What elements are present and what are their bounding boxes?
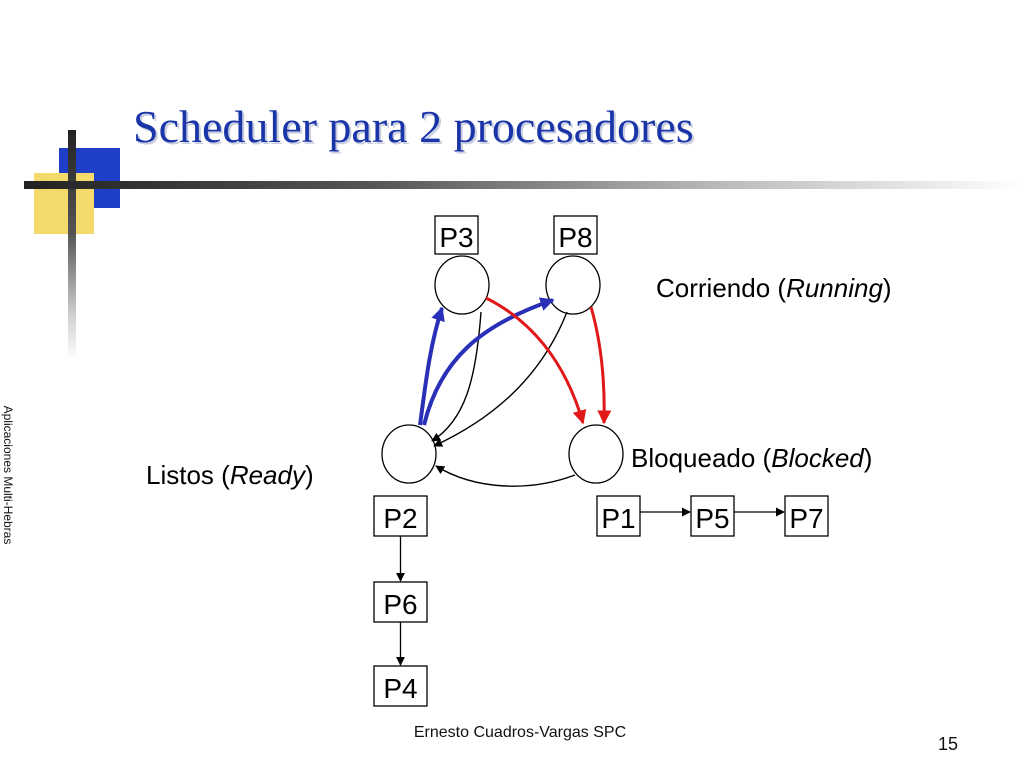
running-cpu-1-circle <box>434 255 490 315</box>
dispatch-arrow-cpu1 <box>418 306 445 426</box>
process-label: P7 <box>789 503 823 534</box>
process-box-running-2: P8 <box>553 215 598 255</box>
dispatch-arrow-cpu2 <box>422 297 555 426</box>
process-box-blocked-1: P1 <box>596 495 641 537</box>
process-box-ready-1: P2 <box>373 495 428 537</box>
process-box-running-1: P3 <box>434 215 479 255</box>
process-box-ready-3: P4 <box>373 665 428 707</box>
wakeup-arrow <box>435 465 576 487</box>
slide-footer: Ernesto Cuadros-Vargas SPC <box>413 724 627 741</box>
running-cpu-2-circle <box>545 255 601 315</box>
process-label: P4 <box>383 673 417 704</box>
slide-title: Scheduler para 2 procesadores <box>133 101 694 152</box>
process-label: P6 <box>383 589 417 620</box>
process-box-ready-2: P6 <box>373 581 428 623</box>
decor-vertical-bar <box>68 130 76 360</box>
running-state-label: Corriendo (Running) <box>656 273 892 303</box>
process-label: P3 <box>439 222 473 253</box>
process-box-blocked-3: P7 <box>784 495 829 537</box>
process-label: P1 <box>601 503 635 534</box>
process-label: P5 <box>695 503 729 534</box>
process-label: P8 <box>558 222 592 253</box>
process-label: P2 <box>383 503 417 534</box>
blocked-state-label: Bloqueado (Blocked) <box>631 443 872 473</box>
block-arrow-cpu1 <box>485 296 587 425</box>
page-number: 15 <box>938 734 959 754</box>
ready-state-label: Listos (Ready) <box>146 460 314 490</box>
blocked-state-circle <box>568 424 624 484</box>
process-box-blocked-2: P5 <box>690 495 735 537</box>
preempt-arrow-cpu2 <box>433 311 568 447</box>
block-arrow-cpu2 <box>589 306 612 425</box>
ready-state-circle <box>381 424 437 484</box>
preempt-arrow-cpu1 <box>431 311 482 442</box>
decor-title-underline <box>24 181 1024 189</box>
